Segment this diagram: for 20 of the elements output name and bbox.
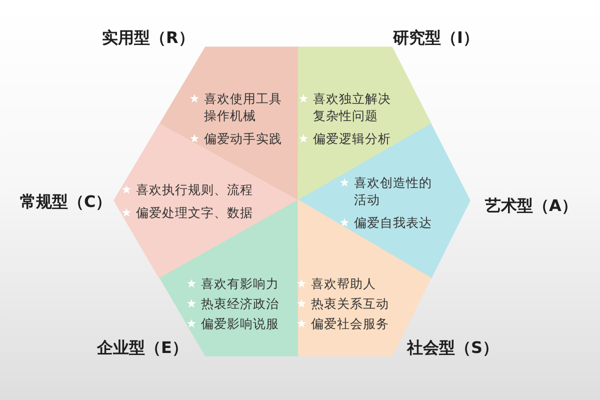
trait-text: 喜欢创造性的活动 — [354, 174, 432, 208]
type-label: 企业型（E） — [97, 338, 188, 358]
trait-text: 喜欢执行规则、流程 — [136, 181, 253, 198]
trait-text: 偏爱自我表达 — [354, 214, 432, 231]
type-label: 研究型（I） — [393, 28, 479, 48]
trait-text: 偏爱逻辑分析 — [313, 130, 391, 147]
trait-text: 偏爱动手实践 — [204, 130, 282, 147]
type-label: 社会型（S） — [407, 338, 499, 358]
type-label: 常规型（C） — [20, 192, 112, 212]
trait-text: 热衷关系互动 — [311, 295, 389, 312]
trait-text: 偏爱处理文字、数据 — [136, 204, 253, 221]
trait-text: 偏爱社会服务 — [311, 315, 389, 332]
trait-text: 喜欢独立解决复杂性问题 — [313, 90, 391, 124]
trait-text: 偏爱影响说服 — [201, 315, 279, 332]
trait-text: 喜欢有影响力 — [201, 275, 279, 292]
trait-text: 热衷经济政治 — [201, 295, 279, 312]
trait-text: 喜欢帮助人 — [311, 275, 376, 292]
trait-text: 喜欢使用工具操作机械 — [204, 90, 282, 124]
type-label: 艺术型（A） — [485, 196, 578, 216]
type-label: 实用型（R） — [102, 28, 194, 48]
